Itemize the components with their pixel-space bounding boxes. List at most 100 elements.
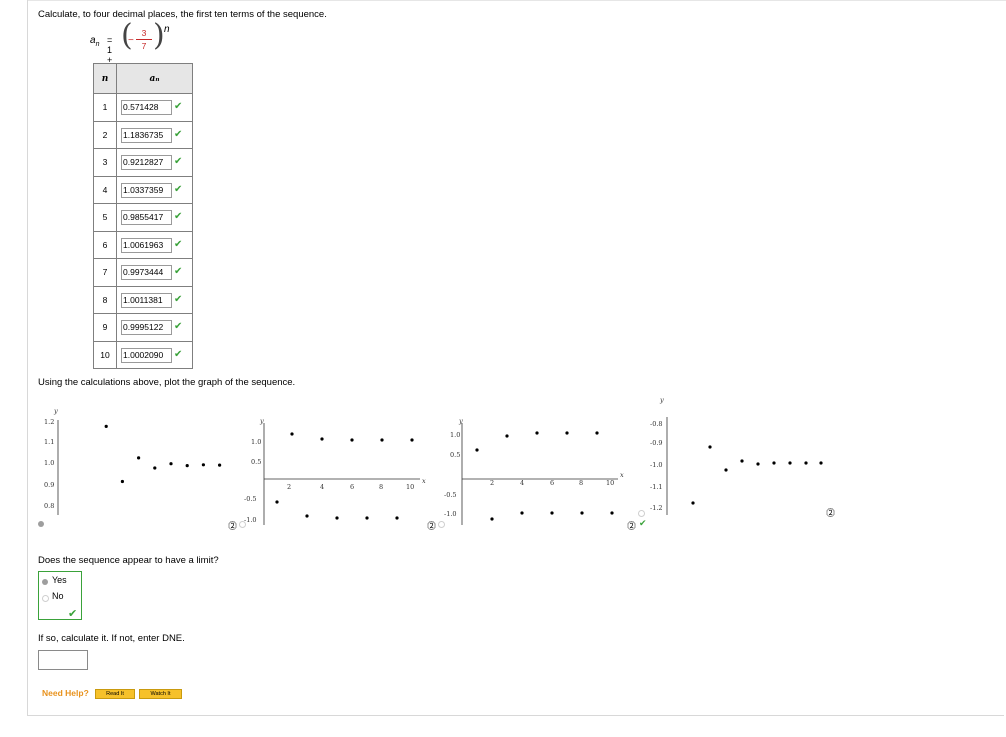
graph-4-radio[interactable]: [638, 510, 645, 517]
row-value-cell: 1.0337359✔: [116, 175, 193, 204]
formula-minus: −: [128, 35, 134, 46]
right-paren: ): [153, 18, 165, 53]
row-value-cell: 1.0002090✔: [116, 340, 193, 369]
formula-lhs: an: [90, 35, 100, 48]
row-value-cell: 0.9973444✔: [116, 258, 193, 287]
graph-1-radio[interactable]: [38, 521, 44, 527]
graph-option-2[interactable]: y x 1.0 0.5 -0.5 -1.0 2 4 6 8 10: [240, 395, 430, 530]
info-icon[interactable]: ⓶: [427, 521, 437, 531]
graph-3-ylabel: y: [458, 417, 463, 425]
graph-4-tick: -1.1: [650, 483, 663, 491]
graph-1-svg: y 1.2 1.1 1.0 0.9 0.8: [44, 407, 238, 557]
graph-option-3[interactable]: y x 1.0 0.5 -0.5 -1.0 2 4 6 8 10: [440, 395, 630, 530]
graph-1-tick: 0.9: [44, 481, 54, 489]
check-icon: ✔: [68, 608, 78, 620]
graph-1-tick: 1.0: [44, 459, 54, 467]
formula-exponent: n: [164, 24, 170, 35]
graph-3-tick: 10: [606, 479, 614, 487]
row-n: 9: [93, 313, 117, 342]
graph-2-tick: 1.0: [251, 438, 261, 446]
row-n: 7: [93, 258, 117, 287]
row-value-cell: 1.0061963✔: [116, 230, 193, 259]
need-help-label: Need Help?: [42, 688, 89, 698]
graph-1-point: [201, 463, 205, 467]
table-row: 9 0.9995122✔: [93, 313, 193, 342]
graph-3-tick: -0.5: [444, 491, 457, 499]
graph-1-point: [137, 456, 141, 460]
yes-radio[interactable]: [42, 579, 48, 585]
info-icon[interactable]: ⓶: [826, 508, 836, 518]
graph-3-points: [475, 431, 614, 521]
row-n: 4: [93, 175, 117, 204]
graph-4-points: [691, 445, 823, 505]
check-icon: ✔: [174, 293, 183, 305]
col-header-n: n: [93, 63, 117, 94]
term-input[interactable]: 0.9212827: [121, 155, 172, 170]
graph-4-tick: -1.2: [650, 504, 663, 512]
row-n: 2: [93, 120, 117, 149]
row-n: 3: [93, 148, 117, 177]
graph-1-point: [104, 424, 108, 428]
term-input[interactable]: 1.0337359: [121, 182, 172, 198]
graph-1-ylabel: y: [53, 407, 58, 415]
row-n: 8: [93, 285, 117, 314]
graph-option-4[interactable]: y x -0.8 -0.9 -1.0 -1.1 -1.2: [622, 395, 836, 530]
question-frame: [27, 0, 1004, 716]
limit-answer-input[interactable]: [38, 650, 88, 670]
graph-1-point: [153, 466, 157, 470]
term-input[interactable]: 0.9995122: [121, 320, 172, 335]
term-input[interactable]: 1.1836735: [121, 127, 172, 143]
graph-3-tick: -1.0: [444, 510, 457, 518]
graph-3-tick: 8: [579, 479, 583, 487]
graph-check-icon: ✔: [639, 518, 647, 528]
check-icon: ✔: [174, 128, 183, 140]
watch-it-button[interactable]: Watch It: [139, 689, 182, 699]
check-icon: ✔: [174, 156, 183, 167]
term-input[interactable]: 0.9855417: [121, 210, 172, 225]
row-value-cell: 1.0011381✔: [116, 285, 193, 314]
table-row: 3 0.9212827✔: [93, 148, 193, 177]
graph-1-tick: 1.1: [44, 438, 54, 446]
check-icon: ✔: [174, 321, 183, 332]
graph-2-tick: 2: [287, 483, 291, 491]
term-input[interactable]: 1.0061963: [121, 237, 172, 253]
check-icon: ✔: [174, 348, 183, 360]
top-divider: [27, 0, 1006, 1]
left-paren: (: [121, 18, 133, 53]
limit-options: Yes No ✔: [38, 571, 82, 620]
graph-2-radio[interactable]: [239, 521, 246, 528]
graph-4-tick: -1.0: [650, 461, 663, 469]
graph-3-tick: 4: [520, 479, 524, 487]
graph-option-1[interactable]: y 1.2 1.1 1.0 0.9 0.8: [38, 395, 238, 557]
term-input[interactable]: 0.9973444: [121, 265, 172, 280]
no-radio[interactable]: [42, 595, 49, 602]
term-input[interactable]: 1.0002090: [121, 347, 172, 363]
graph-1-point: [218, 463, 222, 467]
graph-1-tick: 0.8: [44, 502, 54, 510]
row-value-cell: 1.1836735✔: [116, 120, 193, 149]
graph-4-tick: -0.8: [650, 420, 663, 428]
graph-1-point: [169, 462, 173, 466]
col-header-an: aₙ: [116, 63, 193, 94]
graph-3-radio[interactable]: [438, 521, 445, 528]
info-icon[interactable]: ⓶: [627, 521, 637, 531]
read-it-button[interactable]: Read It: [95, 689, 135, 699]
check-icon: ✔: [174, 183, 183, 195]
graph-3-tick: 1.0: [450, 431, 460, 439]
check-icon: ✔: [174, 101, 183, 112]
graph-3-tick: 6: [550, 479, 554, 487]
graph-2-tick: -1.0: [244, 516, 257, 524]
term-input[interactable]: 1.0011381: [121, 292, 172, 308]
term-input[interactable]: 0.571428: [121, 100, 172, 115]
graph-2-xlabel: x: [422, 477, 426, 485]
info-icon[interactable]: ⓶: [228, 521, 238, 531]
graph-2-tick: 4: [320, 483, 324, 491]
